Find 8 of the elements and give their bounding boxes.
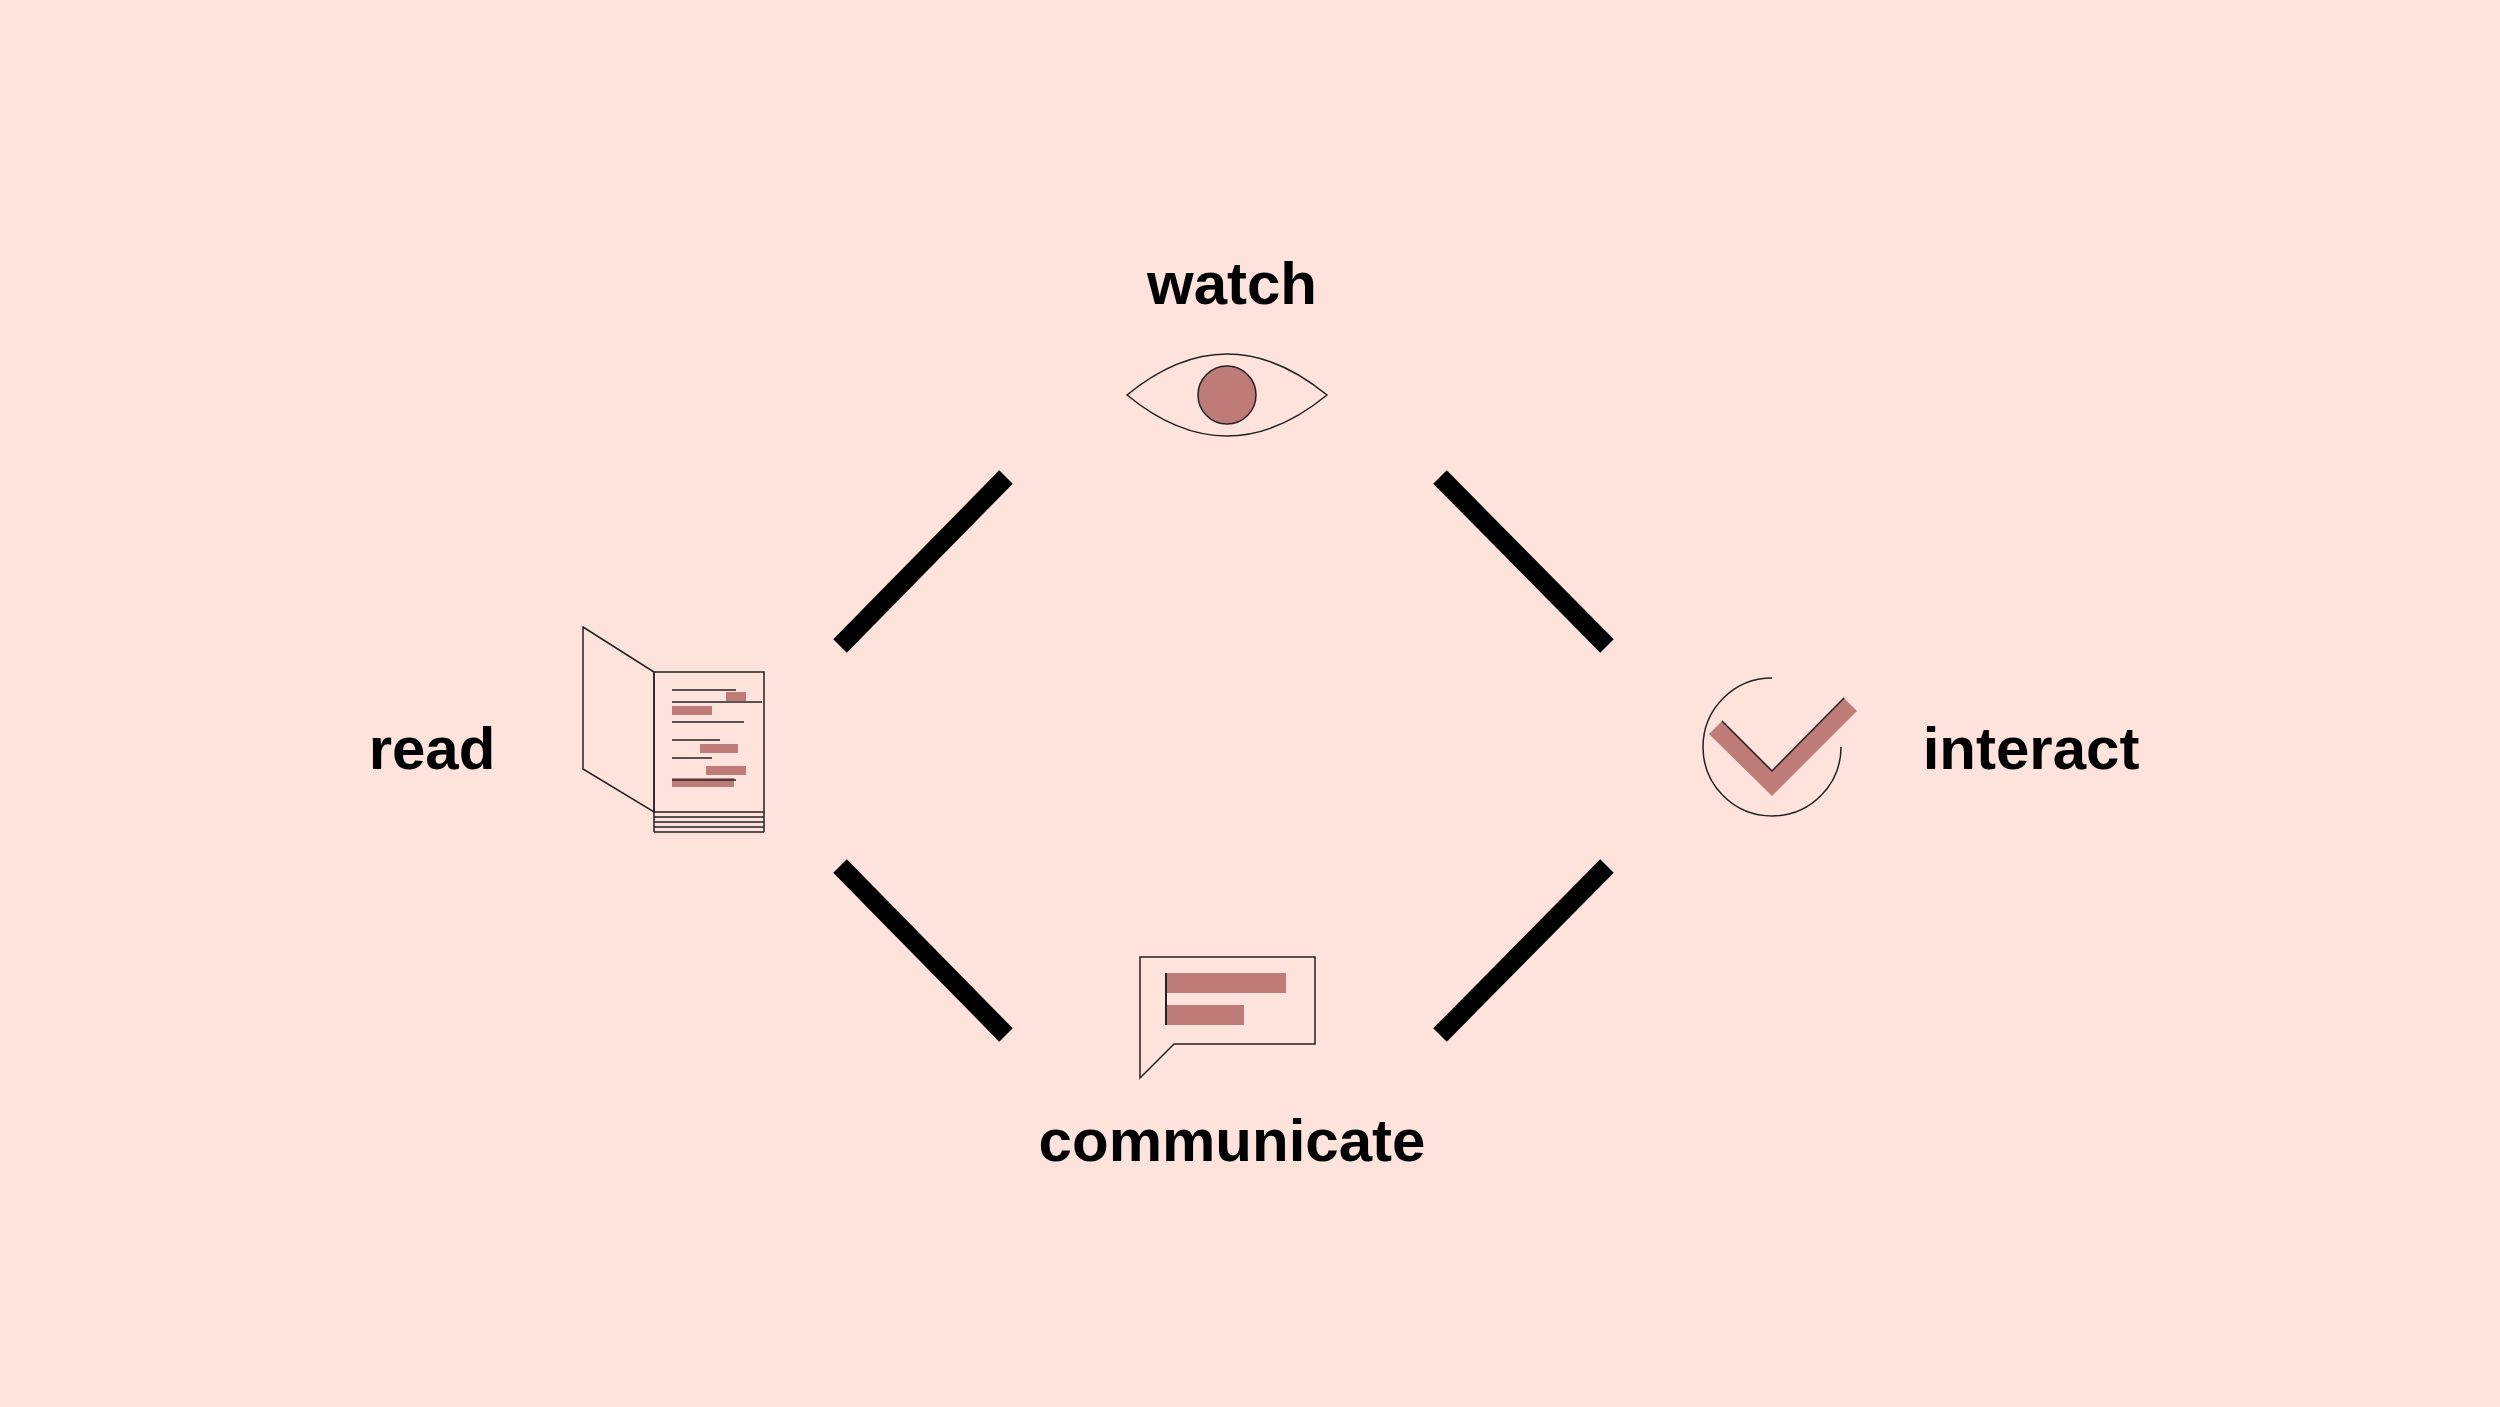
connector-line xyxy=(1433,859,1614,1042)
connector-line xyxy=(1433,470,1614,653)
node-label: watch xyxy=(1147,254,1317,314)
node-label: read xyxy=(368,719,496,779)
node-label: interact xyxy=(1922,719,2140,779)
connector-line xyxy=(833,859,1013,1042)
connector-line xyxy=(833,470,1013,653)
node-label: communicate xyxy=(1038,1111,1426,1171)
